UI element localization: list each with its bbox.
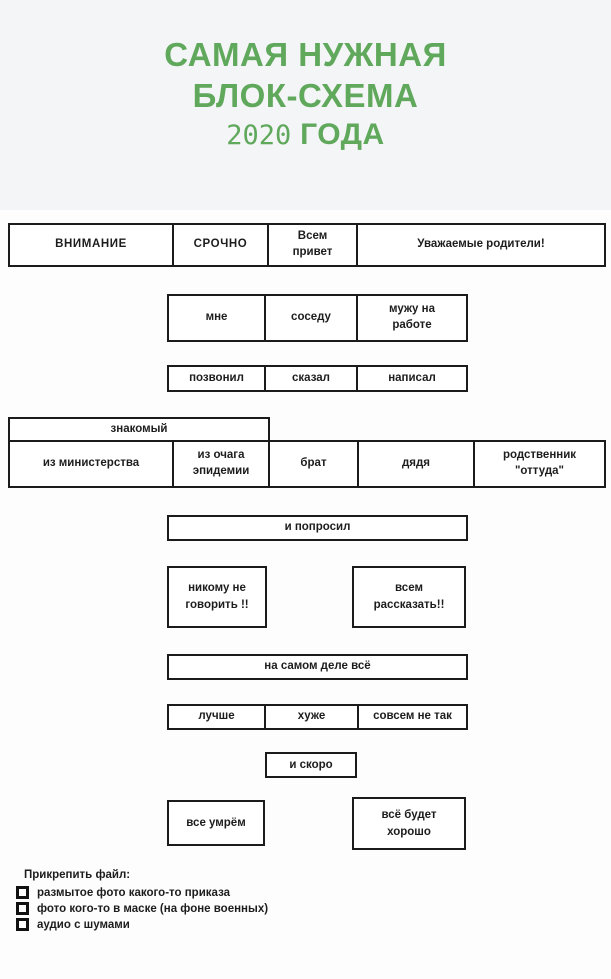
action-row: позвонил сказал написал: [167, 365, 468, 392]
box-iz-ochaga-epidemii[interactable]: из очага эпидемии: [172, 440, 270, 488]
reality-row: на самом деле всё: [167, 654, 468, 680]
attachment-label-2: фото кого-то в маске (на фоне военных): [37, 902, 269, 915]
title-line-1: САМАЯ НУЖНАЯ: [164, 36, 447, 73]
source-row: из министерства из очага эпидемии брат д…: [8, 440, 606, 488]
box-nikomu-ne-govorit[interactable]: никому не говорить !!: [167, 566, 267, 628]
acquaintance-header: знакомый: [8, 417, 270, 442]
box-uvazhaemye-roditeli[interactable]: Уважаемые родители!: [356, 223, 606, 267]
checkbox-icon[interactable]: [16, 886, 29, 899]
box-na-samom-dele-vsyo[interactable]: на самом деле всё: [167, 654, 468, 680]
checkbox-icon[interactable]: [16, 902, 29, 915]
box-vse-umryom[interactable]: все умрём: [167, 800, 265, 846]
comparison-row: лучше хуже совсем не так: [167, 704, 468, 730]
box-srochno[interactable]: СРОЧНО: [172, 223, 269, 267]
title-line-3: 2020 ГОДА: [0, 120, 611, 150]
checkbox-icon[interactable]: [16, 918, 29, 931]
box-mne[interactable]: мне: [167, 294, 266, 342]
box-vsem-privet[interactable]: Всем привет: [267, 223, 358, 267]
box-brat[interactable]: брат: [268, 440, 359, 488]
attachment-item-3[interactable]: аудио с шумами: [16, 918, 454, 931]
title-line-2: БЛОК-СХЕМА: [192, 77, 419, 114]
attachment-item-1[interactable]: размытое фото какого-то приказа: [16, 886, 454, 899]
box-i-skoro[interactable]: и скоро: [265, 752, 357, 778]
box-skazal[interactable]: сказал: [264, 365, 358, 392]
title-year: 2020: [226, 120, 292, 151]
box-vsyo-budet-horosho[interactable]: всё будет хорошо: [352, 797, 466, 850]
attachment-section: Прикрепить файл: размытое фото какого-то…: [16, 869, 454, 934]
attachment-title: Прикрепить файл:: [24, 869, 131, 881]
flowchart-area: ВНИМАНИЕ СРОЧНО Всем привет Уважаемые ро…: [0, 210, 611, 979]
box-muzhu-na-rabote[interactable]: мужу на работе: [356, 294, 468, 342]
box-sosedu[interactable]: соседу: [264, 294, 358, 342]
box-pozvonil[interactable]: позвонил: [167, 365, 266, 392]
opening-row: ВНИМАНИЕ СРОЧНО Всем привет Уважаемые ро…: [8, 223, 606, 267]
attachment-label-3: аудио с шумами: [37, 918, 130, 931]
request-row: и попросил: [167, 515, 468, 541]
box-sovsem-ne-tak[interactable]: совсем не так: [357, 704, 468, 730]
box-iz-ministerstva[interactable]: из министерства: [8, 440, 174, 488]
recipient-row: мне соседу мужу на работе: [167, 294, 468, 342]
attachment-label-1: размытое фото какого-то приказа: [37, 886, 231, 899]
attachment-item-2[interactable]: фото кого-то в маске (на фоне военных): [16, 902, 454, 915]
page-title: САМАЯ НУЖНАЯ БЛОК-СХЕМА 2020 ГОДА: [0, 38, 611, 150]
box-znakomyj[interactable]: знакомый: [8, 417, 270, 442]
title-year-suffix: ГОДА: [291, 118, 385, 151]
box-dyadya[interactable]: дядя: [357, 440, 475, 488]
box-napisal[interactable]: написал: [356, 365, 468, 392]
box-huzhe[interactable]: хуже: [264, 704, 359, 730]
box-i-poprosil[interactable]: и попросил: [167, 515, 468, 541]
box-rodstvennik-ottuda[interactable]: родственник "оттуда": [473, 440, 606, 488]
header-band: САМАЯ НУЖНАЯ БЛОК-СХЕМА 2020 ГОДА: [0, 0, 611, 210]
box-vsem-rasskazat[interactable]: всем рассказать!!: [352, 566, 466, 628]
box-luchshe[interactable]: лучше: [167, 704, 266, 730]
box-vnimanie[interactable]: ВНИМАНИЕ: [8, 223, 174, 267]
